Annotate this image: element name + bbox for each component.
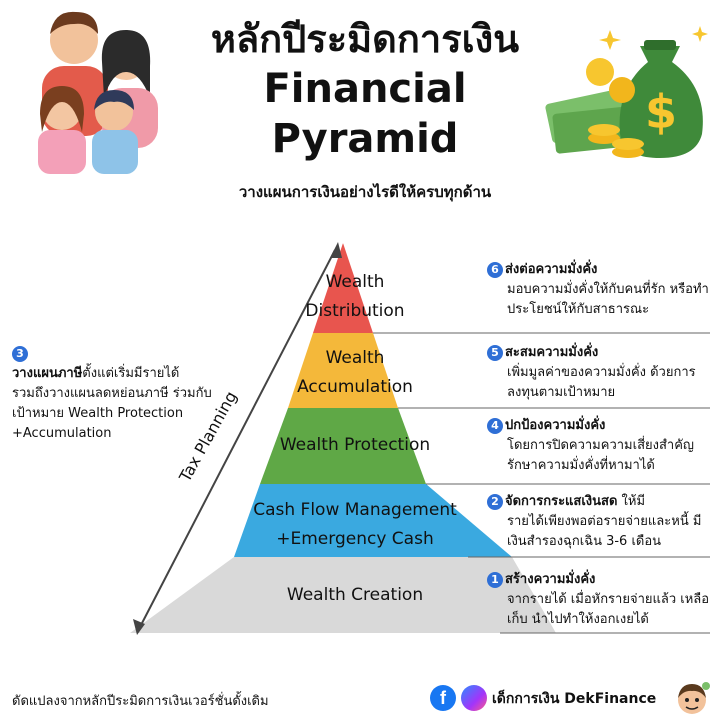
facebook-icon: f — [430, 685, 456, 711]
note-title: ปกป้องความมั่งคั่ง — [505, 418, 606, 433]
number-badge: 4 — [487, 417, 503, 434]
level-label-line: Wealth Creation — [286, 585, 424, 605]
note-title: สะสมความมั่งคั่ง — [505, 345, 599, 360]
level-label-distribution: Wealth Distribution — [300, 268, 410, 326]
level-label-line: Wealth — [325, 348, 385, 368]
level-label-line: +Emergency Cash — [276, 529, 434, 549]
note-title-suffix: ให้มี — [617, 494, 646, 509]
note-title: ส่งต่อความมั่งคั่ง — [505, 262, 598, 277]
pyramid-level-cash-flow — [234, 484, 512, 557]
svg-text:$: $ — [645, 85, 677, 139]
pyramid-level-wealth-creation — [130, 557, 556, 633]
note-title: จัดการกระแสเงินสด — [505, 494, 618, 509]
level-label-line: Distribution — [305, 301, 405, 321]
level-label-creation: Wealth Creation — [215, 581, 495, 610]
title-thai: หลักปีระมิดการเงิน — [210, 17, 520, 61]
messenger-icon — [461, 685, 487, 711]
brand-name: เด็กการเงิน DekFinance — [492, 691, 657, 707]
pyramid-level-wealth-protection — [260, 408, 426, 484]
note-desc: รวมถึงวางแผนลดหย่อนภาษี ร่วมกับเป้าหมาย … — [12, 386, 212, 441]
source-credit: ดัดแปลงจากหลักปีระมิดการเงินเวอร์ชั่นดั้… — [12, 694, 269, 709]
number-badge: 1 — [487, 571, 503, 588]
level-label-line: Accumulation — [297, 377, 413, 397]
note-desc: จากรายได้ เมื่อหักรายจ่ายแล้ว เหลือเก็บ … — [507, 592, 710, 627]
note-title-suffix: ตั้งแต่เริ่มมีรายได้ — [82, 366, 180, 381]
pyramid-level-wealth-distribution — [313, 243, 373, 333]
title-english-line1: Financial — [263, 66, 467, 112]
number-badge: 6 — [487, 261, 503, 278]
note-desc: โดยการปิดความความเสี่ยงสำคัญ รักษาความมั… — [507, 438, 694, 473]
note-title: สร้างความมั่งคั่ง — [505, 572, 596, 587]
note-desc: เพิ่มมูลค่าของความมั่งคั่ง ด้วยการลงทุนต… — [507, 365, 696, 400]
level-label-protection: Wealth Protection — [240, 431, 470, 460]
title-english-line2: Pyramid — [271, 116, 459, 162]
level-label-line: Wealth Protection — [279, 435, 431, 455]
money-bag-illustration: $ — [545, 26, 708, 158]
tax-planning-arrow — [133, 242, 342, 635]
note-desc: รายได้เพียงพอต่อรายจ่ายและหนี้ มีเงินสำร… — [507, 514, 702, 549]
level-label-line: Cash Flow Management — [253, 500, 457, 520]
level-label-cash-flow: Cash Flow Management +Emergency Cash — [215, 496, 495, 554]
note-title: วางแผนภาษี — [12, 366, 83, 381]
number-badge: 2 — [487, 493, 503, 510]
level-label-accumulation: Wealth Accumulation — [265, 344, 445, 402]
level-label-line: Wealth — [325, 272, 385, 292]
note-desc: มอบความมั่งคั่งให้กับคนที่รัก หรือทำประโ… — [507, 282, 709, 317]
pyramid-level-wealth-accumulation — [288, 333, 398, 408]
subtitle: วางแผนการเงินอย่างไรดีให้ครบทุกด้าน — [238, 183, 492, 201]
number-badge: 5 — [487, 344, 503, 361]
note-3-tax-planning: 3 วางแผนภาษีตั้งแต่เริ่มมีรายได้ รวมถึงว… — [12, 344, 212, 444]
mascot-icon — [678, 682, 710, 714]
family-illustration — [38, 11, 158, 174]
number-badge: 3 — [12, 345, 28, 362]
